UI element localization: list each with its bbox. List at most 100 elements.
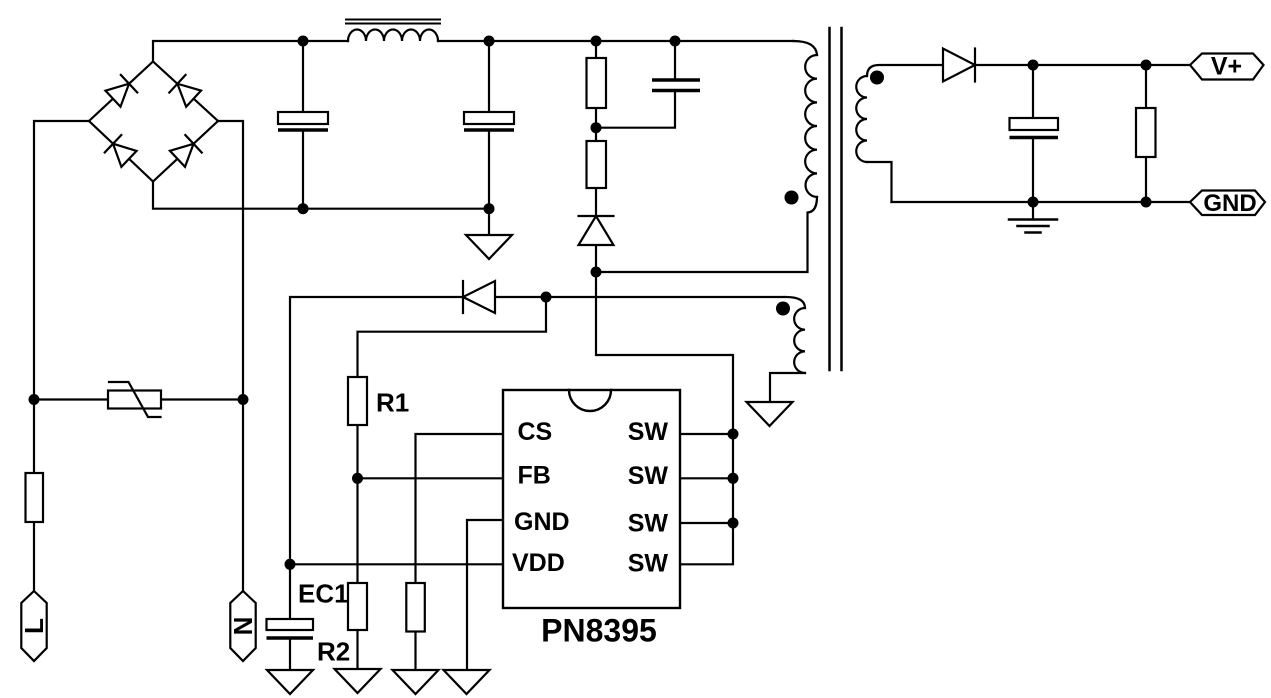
junction-dot: [297, 35, 309, 47]
primary-winding: [804, 53, 819, 199]
neutral-terminal: N: [228, 589, 258, 663]
cap-ec1: [264, 617, 316, 696]
cs-wires: [414, 432, 505, 672]
transformer: [493, 26, 945, 428]
secondary-winding: [855, 74, 869, 164]
diode-triangle: [460, 279, 497, 315]
aux-winding-lead-bottom: [768, 371, 807, 404]
bridge-rectifier: [87, 60, 220, 184]
neutral-label: N: [228, 617, 258, 636]
cap-plate-box: [276, 110, 330, 126]
diode-triangle: [576, 213, 616, 247]
ground-triangle: [440, 668, 493, 696]
junction-dot: [483, 203, 495, 215]
junction-dot: [28, 394, 40, 405]
sw-bus: [594, 270, 735, 566]
junction-dot: [727, 472, 739, 484]
snubber-cap-branch: [594, 39, 677, 129]
terminal-outline: [1188, 189, 1267, 217]
output-capacitor: [1008, 63, 1060, 204]
ic-pin-label-sw2: SW: [628, 462, 669, 490]
diode-cathode-bar: [119, 73, 139, 95]
output-load-resistor: [1134, 63, 1157, 204]
terminal-outline: [229, 589, 257, 663]
resistor-body: [1134, 106, 1157, 159]
label-r1: R1: [376, 388, 409, 418]
r1-branch-wires: [356, 295, 548, 671]
aux-ground-symbol: [743, 400, 796, 428]
junction-dot: [590, 266, 602, 278]
junction-dot: [1140, 196, 1152, 208]
aux-winding-lead-top: [493, 295, 807, 310]
primary-winding-lead-bottom: [594, 195, 819, 274]
diode-cathode-bar: [183, 133, 204, 155]
ic-gnd-branch: [440, 518, 505, 696]
junction-dot: [1027, 59, 1039, 71]
label-ec1: EC1: [298, 579, 349, 609]
feedback-diode: [288, 279, 497, 621]
resistor-r2: [346, 581, 369, 632]
ic-body: [501, 388, 682, 610]
line-label: L: [19, 618, 49, 634]
gnd-pin-wire: [465, 518, 505, 672]
ic-pin-label-sw1: SW: [628, 418, 669, 446]
cs-sense-resistor: [405, 581, 426, 633]
junction-dot: [352, 472, 363, 484]
varistor-strike: [107, 380, 162, 419]
junction-dot: [727, 428, 739, 440]
secondary-winding-lead-bottom: [865, 160, 893, 204]
ground-triangle: [463, 233, 515, 261]
diode-cathode-bar: [103, 133, 123, 154]
transformer-core: [828, 26, 843, 372]
output-rectifier-diode: [941, 46, 978, 84]
primary-phase-dot: [784, 190, 799, 205]
junction-dot: [297, 203, 309, 215]
fb-diode-left-wire: [288, 295, 465, 621]
junction-dot: [1027, 196, 1039, 208]
snubber-capacitor: [652, 78, 700, 93]
bulk-capacitor-1: [276, 39, 330, 210]
bridge-diamond: [87, 60, 220, 184]
mains-fuse: [24, 471, 45, 524]
terminal-outline: [1188, 52, 1265, 81]
wire-dc-plus-bus: [151, 39, 796, 63]
bridge-diode-top-right: [167, 73, 204, 109]
bridge-diode-bottom-right: [167, 133, 204, 169]
wire-neutral: [216, 119, 245, 593]
resistor-r1: [346, 375, 369, 427]
diode-cathode-bar: [167, 73, 188, 95]
diode-triangle: [103, 82, 131, 109]
junction-dot: [669, 35, 681, 47]
ground-triangle: [389, 668, 442, 696]
junction-dots: [28, 35, 1152, 570]
bridge-diode-bottom-left: [103, 133, 139, 169]
snubber-resistor-1: [585, 56, 608, 110]
ground-triangle: [743, 400, 796, 428]
ic-pin-label-fb: FB: [518, 462, 551, 490]
ic-pin-label-vdd: VDD: [512, 549, 565, 577]
diode-triangle: [175, 82, 204, 109]
junction-dot: [284, 558, 296, 570]
diode-triangle: [167, 142, 196, 169]
cap-plate-box: [265, 617, 315, 632]
aux-winding: [793, 306, 807, 375]
aux-phase-dot: [776, 301, 790, 316]
junction-dot: [590, 35, 602, 47]
gnd-terminal: GND: [1188, 189, 1267, 217]
vplus-label: V+: [1211, 53, 1242, 81]
diode-triangle: [941, 46, 978, 84]
clamp-network: [576, 39, 700, 274]
ic-pin-label-cs: CS: [518, 418, 553, 446]
ground-triangle: [331, 667, 384, 695]
secondary-winding-lead-top: [865, 63, 945, 78]
choke-core-lines: [345, 18, 441, 25]
terminal-outline: [20, 589, 48, 663]
secondary-phase-dot: [870, 70, 884, 85]
clamp-diode: [576, 213, 616, 247]
diode-triangle: [111, 142, 139, 169]
junction-dot: [1140, 59, 1152, 71]
junction-dot: [590, 122, 602, 134]
varistor-body: [106, 389, 163, 410]
